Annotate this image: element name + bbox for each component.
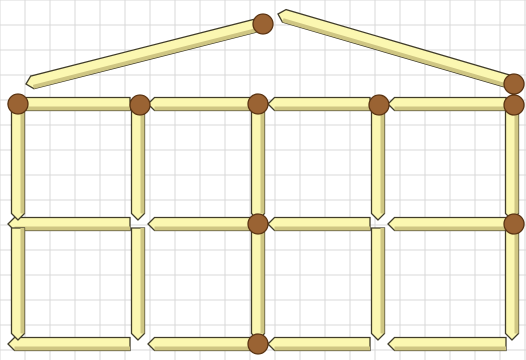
match-stick-shade xyxy=(21,228,25,334)
match-stick-shade xyxy=(141,228,145,334)
match-stick-shade xyxy=(282,18,513,89)
horizontal-match-r2-c2[interactable] xyxy=(148,218,250,231)
match-head-roof-right xyxy=(504,74,524,94)
match-stick-shade xyxy=(15,227,131,231)
vertical-match-top-c4[interactable] xyxy=(372,108,385,220)
match-stick-shade xyxy=(395,347,507,351)
match-stick-shade xyxy=(33,26,264,88)
horizontal-match-r3-c4[interactable] xyxy=(388,338,506,351)
match-stick-shade xyxy=(381,228,385,334)
horizontal-match-r1-c2[interactable] xyxy=(148,98,250,111)
match-stick-shade xyxy=(261,108,265,214)
match-stick-shade xyxy=(261,228,265,334)
horizontal-match-r2-c4[interactable] xyxy=(388,218,506,231)
match-stick-shade xyxy=(381,108,385,214)
match-head-mid-3 xyxy=(248,214,268,234)
horizontal-match-r2-c3[interactable] xyxy=(268,218,370,231)
vertical-match-top-c3[interactable] xyxy=(252,108,265,220)
match-stick-shade xyxy=(21,108,25,214)
vertical-match-bottom-c1[interactable] xyxy=(12,228,25,340)
match-stick-shade xyxy=(155,347,251,351)
horizontal-match-r2-c1[interactable] xyxy=(8,218,130,231)
roof-match-left[interactable] xyxy=(24,18,263,91)
match-stick-shade xyxy=(275,227,371,231)
vertical-match-bottom-c4[interactable] xyxy=(372,228,385,340)
horizontal-match-r1-c3[interactable] xyxy=(268,98,370,111)
match-stick-shade xyxy=(155,107,251,111)
match-head-roof-peak xyxy=(253,14,273,34)
match-stick-shade xyxy=(15,347,131,351)
match-stick-shade xyxy=(275,347,371,351)
horizontal-match-r3-c2[interactable] xyxy=(148,338,250,351)
match-stick-shade xyxy=(515,108,519,214)
match-stick-shade xyxy=(395,227,507,231)
vertical-match-bottom-c5[interactable] xyxy=(506,228,519,340)
vertical-match-bottom-c2[interactable] xyxy=(132,228,145,340)
vertical-match-top-c5[interactable] xyxy=(506,108,519,220)
match-head-mid-5 xyxy=(504,214,524,234)
match-head-top-3 xyxy=(248,94,268,114)
horizontal-match-r3-c3[interactable] xyxy=(268,338,370,351)
vertical-match-top-c1[interactable] xyxy=(12,108,25,220)
match-head-top-4 xyxy=(369,95,389,115)
match-head-bottom-3 xyxy=(248,334,268,354)
match-stick-shade xyxy=(395,107,507,111)
match-stick-shade xyxy=(141,108,145,214)
match-stick-shade xyxy=(515,228,519,334)
match-stick-shade xyxy=(155,227,251,231)
match-head-top-2 xyxy=(130,95,150,115)
match-stick-shade xyxy=(15,107,131,111)
vertical-match-top-c2[interactable] xyxy=(132,108,145,220)
vertical-match-bottom-c3[interactable] xyxy=(252,228,265,340)
roof-match-right[interactable] xyxy=(276,8,516,89)
match-head-top-5 xyxy=(504,95,524,115)
matchstick-house xyxy=(8,8,524,354)
horizontal-match-r3-c1[interactable] xyxy=(8,338,130,351)
match-stick-shade xyxy=(275,107,371,111)
horizontal-match-r1-c4[interactable] xyxy=(388,98,506,111)
match-head-top-1-small xyxy=(8,94,28,114)
